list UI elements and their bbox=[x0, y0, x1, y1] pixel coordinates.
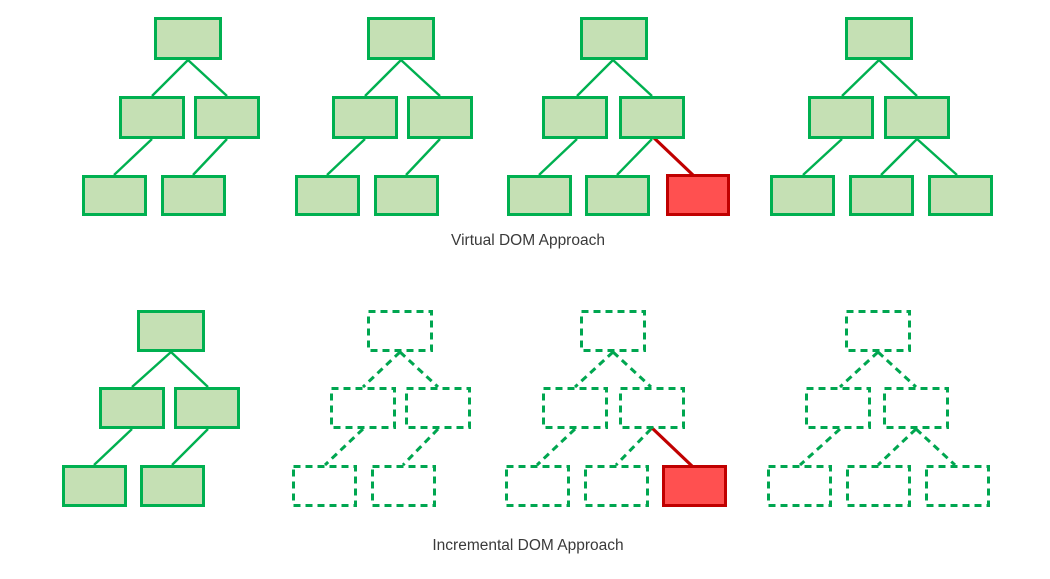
tree-node-placeholder bbox=[405, 387, 471, 429]
tree-node bbox=[137, 310, 205, 352]
tree-node bbox=[367, 17, 435, 60]
tree-edge bbox=[880, 138, 918, 176]
tree-node-placeholder bbox=[925, 465, 990, 507]
tree-node-placeholder bbox=[542, 387, 608, 429]
row-caption-incremental-dom: Incremental DOM Approach bbox=[432, 537, 623, 554]
tree-node-placeholder bbox=[580, 310, 646, 352]
tree-node bbox=[585, 175, 650, 216]
tree-edge bbox=[151, 59, 189, 97]
tree-virtual-dom-step-1 bbox=[82, 17, 260, 216]
tree-edge bbox=[612, 59, 653, 97]
tree-node-placeholder bbox=[767, 465, 832, 507]
tree-node bbox=[884, 96, 950, 139]
tree-virtual-dom-step-4-rerendered bbox=[770, 17, 993, 216]
tree-node-placeholder bbox=[619, 387, 685, 429]
tree-edge bbox=[538, 138, 578, 176]
tree-virtual-dom-step-3-node-added bbox=[507, 17, 730, 216]
tree-node-placeholder bbox=[883, 387, 949, 429]
tree-edge bbox=[361, 350, 402, 389]
tree-edge bbox=[802, 138, 843, 176]
tree-node bbox=[580, 17, 648, 60]
tree-node bbox=[154, 17, 222, 60]
tree-edge bbox=[838, 350, 880, 389]
tree-edge bbox=[187, 59, 228, 97]
tree-node bbox=[507, 175, 572, 216]
tree-node bbox=[619, 96, 685, 139]
tree-node-placeholder bbox=[330, 387, 396, 429]
tree-edge bbox=[841, 59, 880, 97]
tree-node-placeholder bbox=[845, 310, 911, 352]
tree-node bbox=[99, 387, 165, 429]
tree-edge bbox=[170, 351, 209, 388]
tree-node-placeholder bbox=[371, 465, 436, 507]
diagram-row-virtual-dom: Virtual DOM Approach bbox=[82, 17, 993, 249]
tree-node-placeholder bbox=[846, 465, 911, 507]
tree-node bbox=[62, 465, 127, 507]
tree-node-placeholder bbox=[292, 465, 357, 507]
tree-node-new bbox=[662, 465, 727, 507]
tree-node bbox=[295, 175, 360, 216]
tree-edge bbox=[614, 427, 653, 467]
tree-node-new bbox=[666, 174, 730, 216]
tree-edge bbox=[131, 351, 172, 388]
tree-node bbox=[770, 175, 835, 216]
tree-node-placeholder bbox=[505, 465, 570, 507]
tree-incremental-dom-step-2 bbox=[292, 310, 471, 507]
tree-edge bbox=[364, 59, 402, 97]
tree-edge bbox=[876, 427, 918, 467]
tree-node bbox=[174, 387, 240, 429]
tree-edge bbox=[616, 138, 653, 176]
row-caption-virtual-dom: Virtual DOM Approach bbox=[451, 232, 605, 249]
tree-edge bbox=[93, 428, 133, 466]
tree-virtual-dom-step-2 bbox=[295, 17, 473, 216]
tree-incremental-dom-step-4-patched bbox=[767, 310, 990, 507]
tree-edge bbox=[113, 138, 153, 176]
tree-edge bbox=[798, 427, 842, 467]
tree-edge bbox=[576, 59, 614, 97]
tree-node bbox=[140, 465, 205, 507]
tree-node bbox=[194, 96, 260, 139]
tree-edge bbox=[611, 350, 653, 389]
tree-node bbox=[928, 175, 993, 216]
tree-edge-highlight bbox=[650, 134, 696, 178]
tree-edge bbox=[326, 138, 366, 176]
tree-edge bbox=[192, 138, 228, 176]
tree-node-placeholder bbox=[367, 310, 433, 352]
tree-edge bbox=[878, 59, 918, 97]
tree-edge bbox=[876, 350, 918, 389]
tree-edge bbox=[914, 427, 957, 467]
tree-node bbox=[542, 96, 608, 139]
tree-edge bbox=[401, 427, 440, 467]
tree-incremental-dom-step-3-node-added bbox=[505, 310, 727, 507]
tree-node-placeholder bbox=[584, 465, 649, 507]
tree-node-placeholder bbox=[805, 387, 871, 429]
tree-node bbox=[374, 175, 439, 216]
tree-edge bbox=[400, 59, 441, 97]
tree-node bbox=[808, 96, 874, 139]
tree-edge bbox=[916, 138, 958, 176]
tree-node bbox=[332, 96, 398, 139]
tree-edge bbox=[323, 427, 365, 467]
tree-node bbox=[845, 17, 913, 60]
diagram-row-incremental-dom: Incremental DOM Approach bbox=[62, 310, 990, 554]
tree-node bbox=[82, 175, 147, 216]
tree-node bbox=[849, 175, 914, 216]
tree-edge-highlight bbox=[649, 425, 694, 468]
tree-node bbox=[161, 175, 226, 216]
tree-edge bbox=[535, 427, 577, 467]
tree-edge bbox=[171, 428, 209, 466]
tree-incremental-dom-step-1 bbox=[62, 310, 240, 507]
tree-node bbox=[407, 96, 473, 139]
tree-edge bbox=[398, 350, 440, 389]
tree-edge bbox=[573, 350, 615, 389]
tree-node bbox=[119, 96, 185, 139]
tree-edge bbox=[405, 138, 441, 176]
